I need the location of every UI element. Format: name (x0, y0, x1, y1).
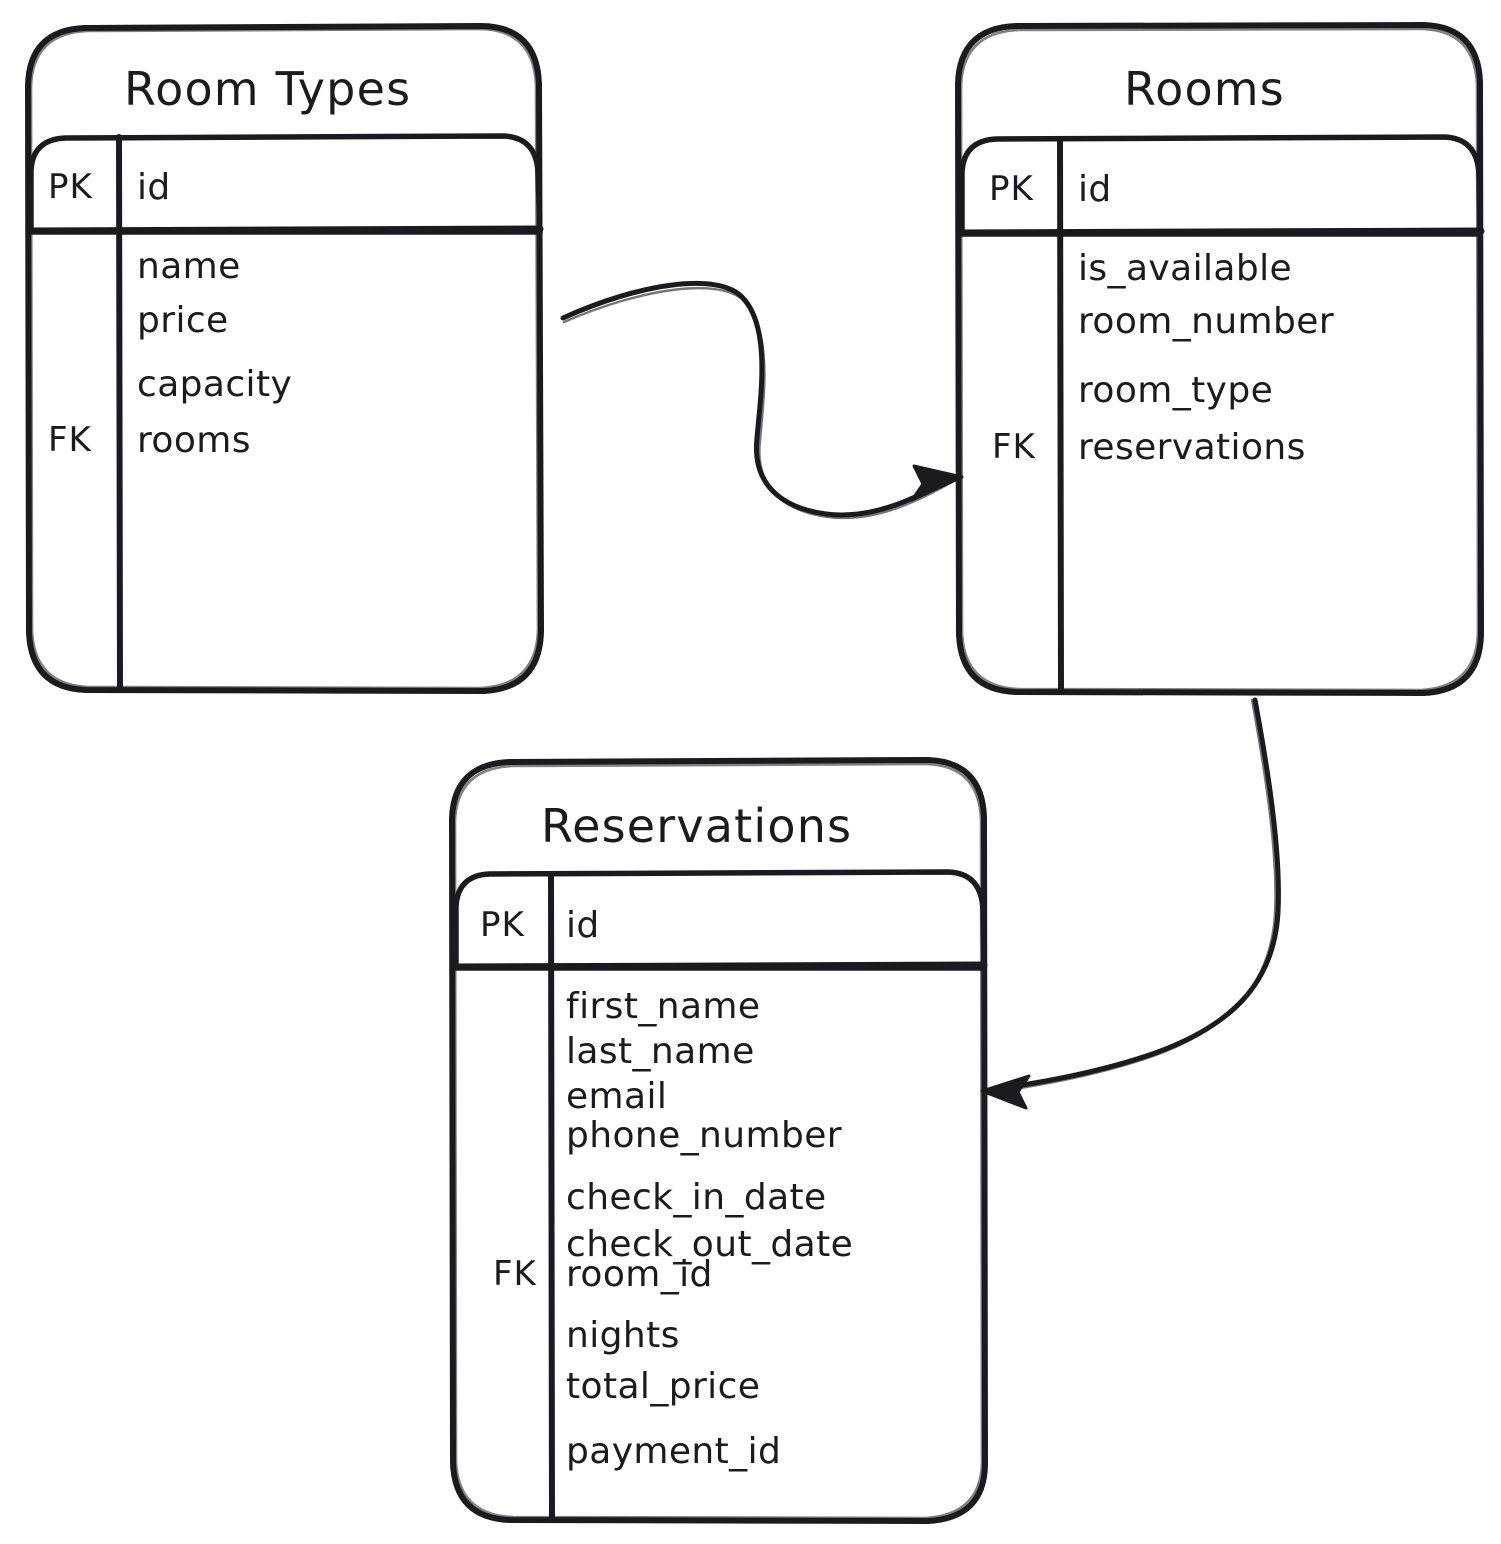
reservations-field-first-name: first_name (566, 986, 761, 1027)
room-types-header-row-border (28, 133, 543, 235)
entity-reservations-shape[interactable] (449, 757, 988, 1524)
reservations-field-email: email (566, 1076, 668, 1117)
reservations-field-last-name: last_name (566, 1031, 755, 1072)
reservations-header-separator (450, 961, 988, 971)
reservations-field-check-in-date: check_in_date (566, 1177, 827, 1218)
rooms-field-room-number: room_number (1078, 301, 1335, 342)
room-types-field-price: price (137, 300, 229, 341)
room-types-field-id: id (137, 167, 171, 208)
reservations-field-payment-id: payment_id (566, 1431, 782, 1472)
reservations-field-phone-number: phone_number (566, 1115, 842, 1156)
reservations-outer-border (449, 757, 988, 1524)
rooms-field-room-type: room_type (1078, 370, 1274, 411)
connector-arrowhead-reservations (980, 1074, 1031, 1110)
room-types-outer-border (25, 23, 544, 694)
reservations-pk-tag: PK (480, 905, 525, 945)
room-types-fk-tag: FK (48, 420, 92, 460)
relationship-room-types-to-rooms[interactable] (560, 281, 964, 520)
rooms-outer-border-sketch (959, 27, 1480, 692)
connector-line-rooms-reservations-sketch (988, 698, 1277, 1095)
reservations-header-row-border (453, 869, 987, 971)
relationship-rooms-to-reservations[interactable] (980, 697, 1281, 1110)
reservations-fk-tag: FK (493, 1254, 537, 1294)
room-types-key-column-divider (116, 134, 123, 693)
connector-arrowhead-rooms (910, 464, 964, 502)
rooms-outer-border (955, 22, 1484, 696)
rooms-fk-tag: FK (992, 427, 1036, 467)
rooms-field-reservations: reservations (1078, 427, 1306, 468)
room-types-field-rooms: rooms (137, 420, 251, 461)
rooms-field-is-available: is_available (1078, 248, 1293, 289)
reservations-field-nights: nights (566, 1315, 680, 1356)
rooms-header-separator (956, 227, 1485, 237)
reservations-field-check-out-date: check_out_date (566, 1224, 854, 1265)
rooms-key-column-divider (1057, 136, 1064, 695)
room-types-field-capacity: capacity (137, 364, 293, 405)
reservations-field-id: id (566, 905, 600, 946)
reservations-field-total-price: total_price (566, 1366, 761, 1407)
room-types-pk-tag: PK (48, 167, 93, 207)
entity-title-reservations: Reservations (541, 799, 853, 853)
entity-room-types-shape[interactable] (25, 23, 544, 694)
connector-line-room-types-rooms-sketch (562, 287, 956, 520)
connector-line-room-types-rooms (560, 281, 955, 518)
room-types-outer-border-sketch (29, 27, 540, 690)
entity-title-rooms: Rooms (1124, 62, 1285, 116)
rooms-pk-tag: PK (989, 169, 1034, 209)
rooms-header-row-border (959, 134, 1483, 237)
rooms-field-id: id (1078, 169, 1112, 210)
room-types-field-name: name (137, 246, 241, 287)
reservations-outer-border-sketch (453, 762, 984, 1520)
reservations-field-room-id: room_id (566, 1254, 713, 1295)
entity-title-room-types: Room Types (124, 62, 412, 116)
entity-rooms-shape[interactable] (955, 22, 1485, 696)
reservations-key-column-divider (548, 871, 555, 1523)
room-types-header-separator (26, 225, 544, 235)
connector-line-rooms-reservations (989, 697, 1281, 1093)
